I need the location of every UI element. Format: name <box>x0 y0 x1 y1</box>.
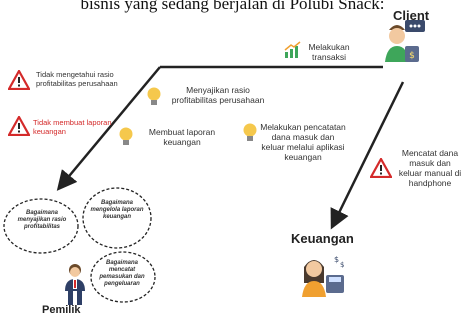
warning-icon <box>370 158 392 178</box>
note-tidak-mengetahui: Tidak mengetahui rasio profitabilitas pe… <box>36 70 118 88</box>
lightbulb-icon <box>242 122 258 144</box>
note-tidak-membuat: Tidak membuat laporan keuangan <box>33 118 112 136</box>
warning-icon <box>8 70 30 90</box>
bubble-mengelola: Bagaimana mengelola laporan keuangan <box>90 200 144 220</box>
lightbulb-icon <box>118 126 134 148</box>
pemilik-person-icon <box>60 263 90 305</box>
svg-text:$: $ <box>409 51 415 61</box>
note-melakukan-transaksi: Melakukan transaksi <box>308 42 350 62</box>
client-label: Client <box>393 8 430 23</box>
client-person-icon: $ <box>383 16 428 64</box>
svg-text:$: $ <box>334 255 339 264</box>
caption-text: bisnis yang sedang berjalan di Polubi Sn… <box>80 0 385 13</box>
lightbulb-icon <box>146 86 162 108</box>
pemilik-label: Pemilik <box>42 304 81 316</box>
warning-icon <box>8 116 30 136</box>
note-membuat-laporan: Membuat laporan keuangan <box>148 127 216 147</box>
arrow-to-keuangan <box>330 81 405 230</box>
keuangan-person-icon: $ $ <box>298 253 348 297</box>
note-mencatat-manual: Mencatat dana masuk dan keluar manual di… <box>398 148 462 188</box>
bubble-mencatat: Bagaimana mencatat pemasukan dan pengelu… <box>99 260 145 287</box>
keuangan-label: Keuangan <box>291 231 354 246</box>
chart-growth-icon <box>283 40 303 60</box>
arrow-to-pemilik <box>56 66 161 191</box>
note-melakukan-pencatatan: Melakukan pencatatan dana masuk dan kelu… <box>260 122 346 162</box>
svg-text:$: $ <box>340 261 344 269</box>
note-menyajikan-rasio: Menyajikan rasio profitabilitas perusaha… <box>171 85 265 105</box>
bubble-menyajikan: Bagaimana menyajikan rasio profitabilita… <box>17 210 67 230</box>
